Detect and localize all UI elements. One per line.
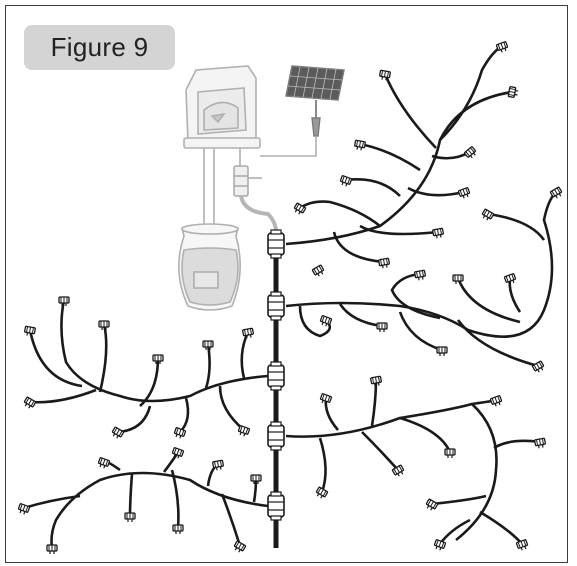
solar-cable [260,136,317,157]
supply-hose [239,195,278,233]
figure-frame [5,5,568,563]
drip-emitters [16,40,564,555]
pump-controller [183,65,261,240]
branch-lines [23,44,557,549]
solar-panel [285,65,345,137]
outlet-valve [233,165,262,197]
water-reservoir [178,223,241,311]
figure-label: Figure 9 [24,25,175,70]
